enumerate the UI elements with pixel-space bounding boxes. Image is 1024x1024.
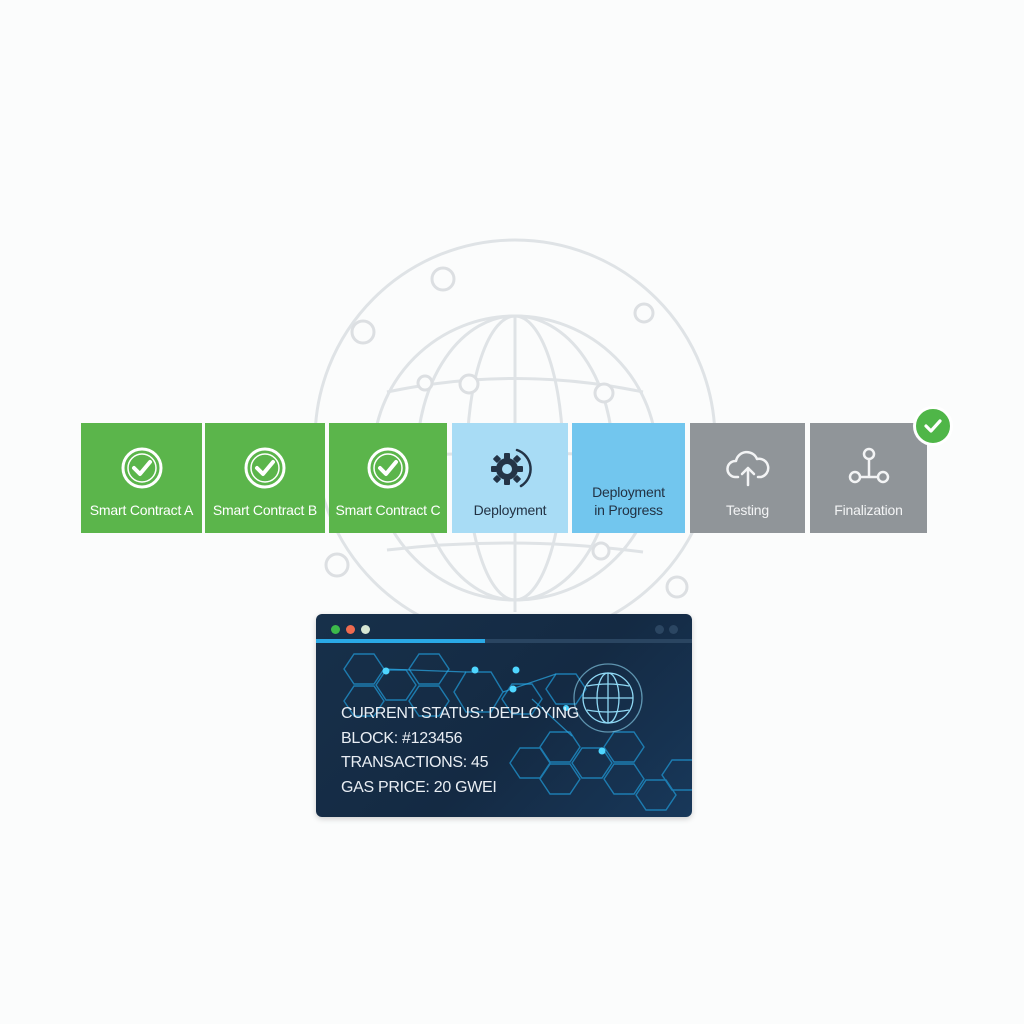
hexagon-network-decoration bbox=[343, 653, 692, 811]
window-dot-red[interactable] bbox=[346, 625, 355, 634]
stage-label-line2: in Progress bbox=[594, 502, 663, 518]
stage-label: Smart Contract C bbox=[335, 502, 441, 518]
stage-smart-contract-c[interactable]: Smart Contract C bbox=[329, 423, 447, 533]
stage-label: Smart Contract A bbox=[89, 502, 194, 518]
stage-label: Deployment in Progress bbox=[592, 483, 665, 519]
stage-label: Deployment bbox=[473, 502, 547, 518]
deployment-status-window: CURRENT STATUS: DEPLOYING BLOCK: #123456… bbox=[316, 614, 692, 817]
window-control-dot[interactable] bbox=[669, 625, 678, 634]
block-line: BLOCK: #123456 bbox=[341, 729, 463, 747]
window-control-dot[interactable] bbox=[655, 625, 664, 634]
progress-bar bbox=[316, 639, 486, 643]
window-right-controls bbox=[655, 625, 678, 634]
current-status-line: CURRENT STATUS: DEPLOYING bbox=[341, 705, 579, 722]
window-controls bbox=[331, 625, 370, 634]
transactions-line: TRANSACTIONS: 45 bbox=[341, 754, 489, 771]
stage-smart-contract-a[interactable]: Smart Contract A bbox=[81, 423, 202, 533]
stage-deployment[interactable]: Deployment bbox=[452, 423, 568, 533]
stage-finalization[interactable]: Finalization bbox=[810, 423, 927, 533]
progress-track bbox=[316, 639, 692, 643]
check-circle-icon bbox=[367, 447, 409, 489]
stage-testing[interactable]: Testing bbox=[690, 423, 805, 533]
status-lines: CURRENT STATUS: DEPLOYING BLOCK: #123456… bbox=[341, 702, 579, 800]
gas-price-line: GAS PRICE: 20 GWEI bbox=[341, 778, 497, 796]
stage-label: Finalization bbox=[834, 502, 903, 518]
stage-label: Testing bbox=[726, 502, 769, 518]
network-nodes-icon bbox=[848, 447, 889, 484]
stage-label: Smart Contract B bbox=[212, 502, 318, 518]
check-icon bbox=[924, 419, 942, 433]
window-dot-white[interactable] bbox=[361, 625, 370, 634]
gear-spinner-icon bbox=[491, 448, 532, 488]
window-dot-green[interactable] bbox=[331, 625, 340, 634]
stage-label-line1: Deployment bbox=[592, 484, 665, 500]
check-circle-icon bbox=[121, 447, 162, 489]
cloud-upload-icon bbox=[725, 450, 769, 487]
stage-deployment-in-progress[interactable]: Deployment in Progress bbox=[572, 423, 685, 533]
check-circle-icon bbox=[244, 447, 286, 489]
stage-smart-contract-b[interactable]: Smart Contract B bbox=[205, 423, 325, 533]
completion-badge bbox=[913, 406, 953, 446]
